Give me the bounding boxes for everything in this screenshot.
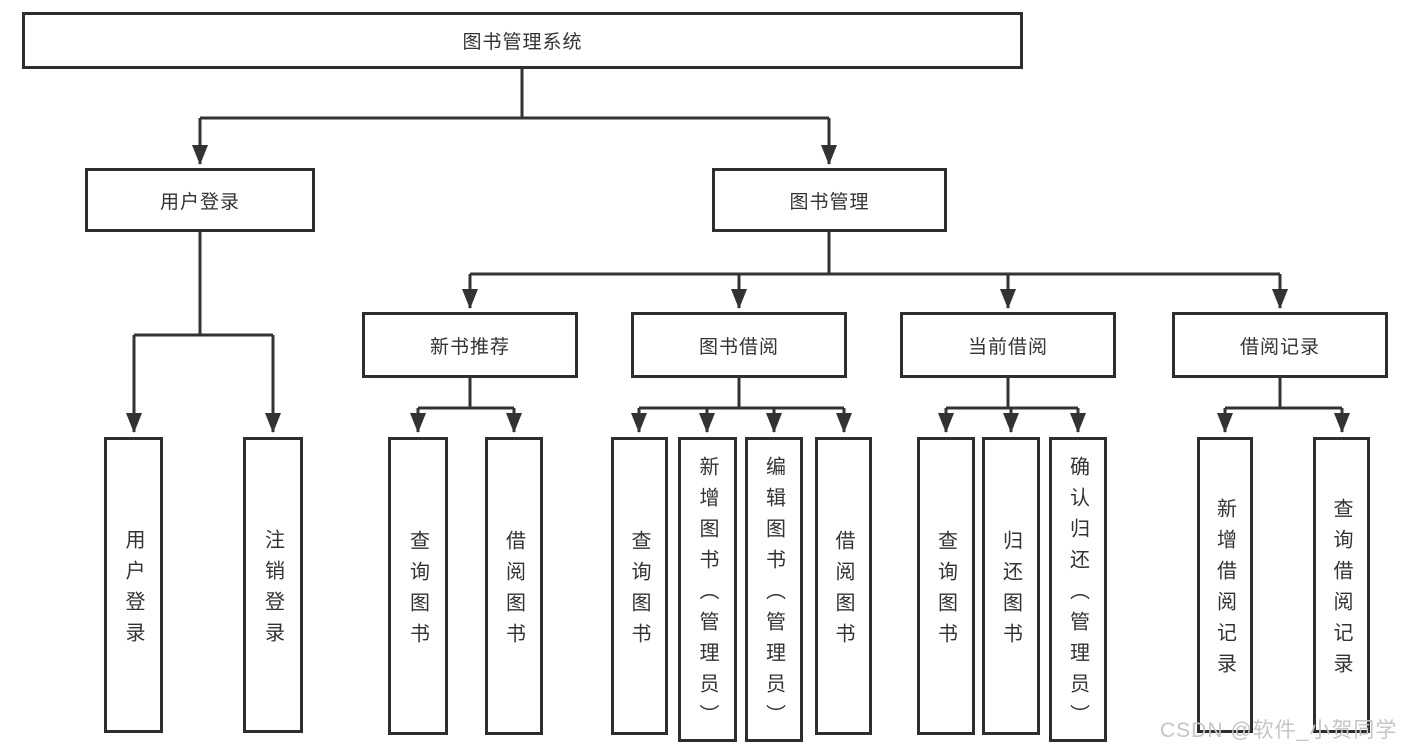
leaf-logout: 注销登录 xyxy=(243,437,303,733)
leaf-logout-label: 注销登录 xyxy=(261,528,284,653)
leaf-borrow-book-2: 借阅图书 xyxy=(815,437,872,735)
csdn-watermark: CSDN @软件_小贺同学 xyxy=(1160,719,1398,742)
leaf-add-book-admin: 新增图书（管理员） xyxy=(678,437,737,742)
leaf-user-login: 用户登录 xyxy=(104,437,163,733)
leaf-query-book-1: 查询图书 xyxy=(388,437,448,735)
leaf-query-borrow-record: 查询借阅记录 xyxy=(1313,437,1370,733)
node-user-login-label: 用户登录 xyxy=(159,191,240,213)
leaf-add-book-admin-label: 新增图书（管理员） xyxy=(696,455,718,735)
leaf-query-book-3-label: 查询图书 xyxy=(934,529,957,654)
node-book-borrow-label: 图书借阅 xyxy=(698,336,779,358)
node-current-borrow-label: 当前借阅 xyxy=(967,336,1048,358)
leaf-return-book-label: 归还图书 xyxy=(999,529,1022,654)
leaf-query-book-1-label: 查询图书 xyxy=(406,529,429,654)
leaf-query-book-3: 查询图书 xyxy=(917,437,975,735)
leaf-return-book: 归还图书 xyxy=(982,437,1040,735)
leaf-user-login-label: 用户登录 xyxy=(122,528,144,653)
leaf-confirm-return-admin-label: 确认归还（管理员） xyxy=(1066,455,1089,735)
leaf-query-book-2: 查询图书 xyxy=(611,437,668,735)
leaf-borrow-book-2-label: 借阅图书 xyxy=(832,529,854,654)
leaf-query-book-2-label: 查询图书 xyxy=(628,529,650,654)
node-root: 图书管理系统 xyxy=(22,12,1023,69)
node-book-management-label: 图书管理 xyxy=(789,191,870,213)
leaf-borrow-book-1-label: 借阅图书 xyxy=(502,529,525,654)
node-user-login: 用户登录 xyxy=(85,168,315,232)
leaf-confirm-return-admin: 确认归还（管理员） xyxy=(1049,437,1107,742)
leaf-edit-book-admin: 编辑图书（管理员） xyxy=(745,437,803,742)
node-borrow-records: 借阅记录 xyxy=(1172,312,1388,378)
leaf-edit-book-admin-label: 编辑图书（管理员） xyxy=(762,455,785,735)
leaf-add-borrow-record: 新增借阅记录 xyxy=(1197,437,1253,733)
node-borrow-records-label: 借阅记录 xyxy=(1239,336,1320,358)
node-book-management: 图书管理 xyxy=(712,168,947,232)
leaf-add-borrow-record-label: 新增借阅记录 xyxy=(1213,497,1236,684)
node-new-book-recommend: 新书推荐 xyxy=(362,312,578,378)
leaf-borrow-book-1: 借阅图书 xyxy=(485,437,543,735)
leaf-query-borrow-record-label: 查询借阅记录 xyxy=(1330,497,1352,684)
node-current-borrow: 当前借阅 xyxy=(900,312,1116,378)
connector-trunks xyxy=(134,69,1342,410)
node-book-borrow: 图书借阅 xyxy=(631,312,847,378)
node-new-book-recommend-label: 新书推荐 xyxy=(429,336,510,358)
node-root-label: 图书管理系统 xyxy=(462,32,583,53)
